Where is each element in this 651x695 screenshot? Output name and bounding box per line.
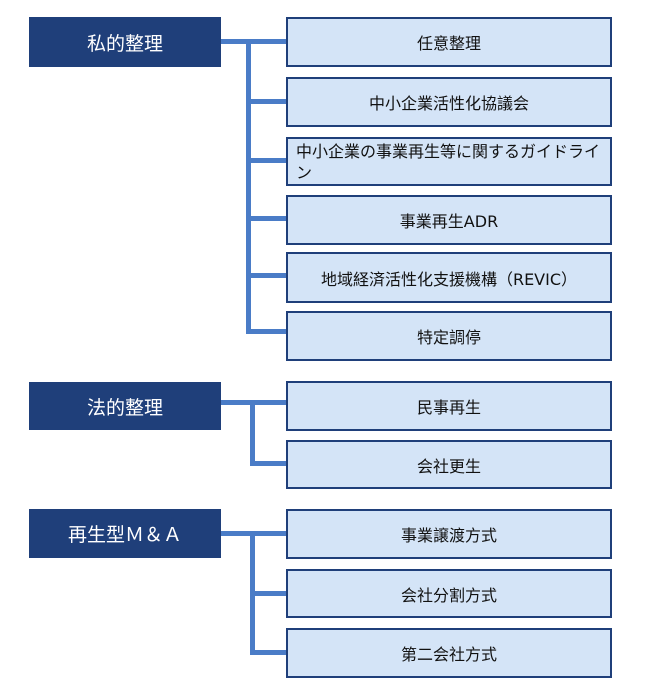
connector-line [250, 650, 286, 655]
item-company-split-method: 会社分割方式 [286, 569, 612, 618]
connector-line [246, 329, 286, 334]
connector-line [221, 39, 287, 44]
connector-line [246, 39, 251, 334]
category-private-workout: 私的整理 [29, 17, 221, 67]
item-sme-revitalization-council: 中小企業活性化協議会 [286, 77, 612, 127]
connector-line [246, 99, 286, 104]
item-business-transfer-method: 事業譲渡方式 [286, 509, 612, 559]
item-sme-restructuring-guideline: 中小企業の事業再生等に関するガイドライン [286, 137, 612, 186]
connector-line [246, 158, 286, 163]
item-corporate-reorganization: 会社更生 [286, 440, 612, 489]
item-voluntary-arrangement: 任意整理 [286, 17, 612, 67]
connector-line [246, 273, 286, 278]
category-rehabilitation-ma: 再生型Ｍ＆Ａ [29, 509, 221, 558]
item-revic: 地域経済活性化支援機構（REVIC） [286, 252, 612, 303]
item-business-revitalization-adr: 事業再生ADR [286, 195, 612, 245]
connector-line [246, 216, 286, 221]
item-second-company-method: 第二会社方式 [286, 628, 612, 678]
category-legal-workout: 法的整理 [29, 382, 221, 430]
connector-line [250, 461, 286, 466]
connector-line [250, 400, 255, 466]
connector-line [250, 591, 286, 596]
item-specific-conciliation: 特定調停 [286, 311, 612, 361]
item-civil-rehabilitation: 民事再生 [286, 381, 612, 431]
